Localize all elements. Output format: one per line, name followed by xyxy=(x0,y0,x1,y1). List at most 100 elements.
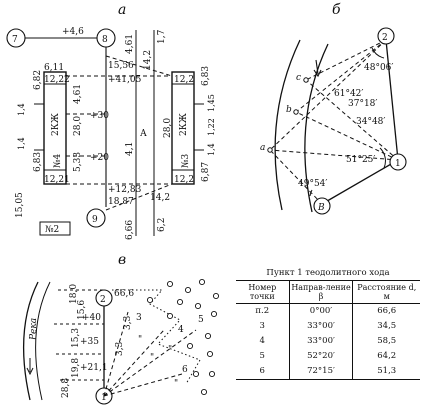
dim-left-top-w: 6,11 xyxy=(44,63,64,73)
dim-top-chain: +4,6 xyxy=(62,27,84,37)
table-header-row: Номер точки Направ-ление β Расстояние d,… xyxy=(236,280,420,304)
panel-b-label: б xyxy=(332,2,341,18)
point-bb-marker xyxy=(293,109,299,115)
building-left xyxy=(43,71,67,185)
table-cell-direction: 72°15′ xyxy=(288,364,353,380)
table-cell-point: 4 xyxy=(259,336,265,346)
sight-1-b xyxy=(295,111,399,161)
point-bB-marker xyxy=(313,197,331,215)
building-right-type: 2КЖ xyxy=(179,113,189,136)
radial-6 xyxy=(103,373,183,397)
angle-a1: 48°06′ xyxy=(364,63,393,73)
arc-B xyxy=(309,189,313,197)
sight-1-c xyxy=(305,79,399,161)
dim-v-d10: 3,3 xyxy=(123,315,133,330)
angle-a3: 37°18′ xyxy=(348,99,377,109)
dim-left-s2: 1,4 xyxy=(17,137,26,150)
dim-left-depth: 28,0 xyxy=(73,116,83,136)
dim-right-s3: 1,4 xyxy=(207,143,216,156)
table-row: 6 72°15′ 51,3 xyxy=(236,364,420,380)
sight-2-a xyxy=(269,39,387,151)
arc-2 xyxy=(371,47,385,59)
point-v2-marker xyxy=(95,289,113,307)
building-right-number: №3 xyxy=(181,153,191,168)
dim-left-top-h: 12,22 xyxy=(44,75,70,85)
dim-mid-c4: 6,66 xyxy=(125,220,135,240)
sight-B-a xyxy=(269,149,323,205)
point-ba-marker xyxy=(267,147,273,153)
angle-a6: 49°54′ xyxy=(298,179,327,189)
point-9-marker xyxy=(86,208,106,228)
dim-right-depth: 28,0 xyxy=(163,118,173,138)
point-b1-label: 1 xyxy=(395,159,401,169)
table-cell-point: 5 xyxy=(259,351,265,361)
dim-mid-c1: 4,61 xyxy=(125,34,135,54)
dim-left-s1: 1,4 xyxy=(17,103,26,116)
dim-mid-gap: 4,1 xyxy=(125,142,135,156)
table-cell-distance: 66,6 xyxy=(352,303,420,319)
dim-left-low: 5,33 xyxy=(73,152,83,172)
dim-right-side-h: 6,83 xyxy=(201,66,211,86)
point-8-label: 8 xyxy=(102,35,108,45)
point-v1-label: 1 xyxy=(101,393,107,403)
dim-mid-r7: 14,2 xyxy=(143,50,153,70)
courtyard-label: А xyxy=(140,129,147,139)
table-cell-point: 6 xyxy=(259,366,265,376)
building-left-number: №4 xyxy=(53,153,63,168)
table-header-point: Номер точки xyxy=(236,280,290,304)
dim-mid-r3: +30 xyxy=(90,111,109,121)
arc-1 xyxy=(379,147,386,169)
table-cell-direction: 52°20′ xyxy=(288,349,353,364)
panel-a-label: а xyxy=(118,2,126,18)
dim-left-mid: 4,61 xyxy=(73,84,83,104)
table-cell-point: 3 xyxy=(259,321,265,331)
point-v6-label: 6 xyxy=(182,365,188,375)
point-v4-label: 4 xyxy=(178,325,184,335)
point-b1-marker xyxy=(389,153,407,171)
curve-outer xyxy=(274,39,301,211)
ditto-1: " xyxy=(138,335,142,345)
flow-arrow xyxy=(315,59,319,75)
ditto-3: " xyxy=(168,345,172,355)
dim-right-s2: 1,22 xyxy=(207,118,216,136)
dim-mid-r2: +41,05 xyxy=(108,75,142,85)
point-no2-box xyxy=(39,221,71,236)
dim-left-bot-w: 12,21 xyxy=(44,175,70,185)
ditto-4: " xyxy=(174,379,178,389)
angle-a4: 34°48′ xyxy=(356,117,385,127)
point-7-label: 7 xyxy=(12,35,18,45)
dim-right-top-h: 12,2 xyxy=(174,75,194,85)
angle-a2: 61°42′ xyxy=(334,89,363,99)
dim-v-d8: 28,8 xyxy=(61,378,71,398)
baseline-1-B xyxy=(321,159,399,205)
point-bc-marker xyxy=(303,77,309,83)
table-header-direction: Направ-ление β xyxy=(288,280,353,304)
table-cell-direction: 33°00′ xyxy=(288,334,353,349)
dim-v-d5: +35 xyxy=(80,337,99,347)
table-title: Пункт 1 теодолитного хода xyxy=(266,268,390,278)
dim-left-side-h: 6,82 xyxy=(33,70,43,90)
tree-symbols xyxy=(146,278,220,396)
dim-left-dist: 15,05 xyxy=(15,192,25,218)
dim-right-s1: 1,45 xyxy=(207,94,216,112)
riverbank-2 xyxy=(35,281,51,401)
diag-line-top xyxy=(105,55,173,77)
dim-v-d1: 18,0 xyxy=(69,284,79,304)
radial-3 xyxy=(103,311,129,397)
table-cell-point: п.2 xyxy=(255,306,270,316)
dim-mid-r5: +12,83 xyxy=(108,185,142,195)
traverse-table: Номер точки Направ-ление β Расстояние d,… xyxy=(236,280,420,380)
table-header-distance: Расстояние d, м xyxy=(352,280,420,304)
flow-arrowhead xyxy=(313,69,322,78)
point-b2-label: 2 xyxy=(382,33,388,43)
traverse-table-block: Пункт 1 теодолитного хода Номер точки На… xyxy=(236,268,420,380)
table-row: 5 52°20′ 64,2 xyxy=(236,349,420,364)
curve-inner xyxy=(304,43,329,213)
point-bc-label: c xyxy=(296,73,301,83)
angle-a5: 51°25′ xyxy=(346,155,375,165)
riverbank-1 xyxy=(22,281,39,401)
diag-line-bot xyxy=(105,183,173,211)
point-v5-label: 5 xyxy=(198,315,204,325)
point-9-label: 9 xyxy=(92,215,98,225)
dim-v-d6: +21,1 xyxy=(80,363,108,373)
